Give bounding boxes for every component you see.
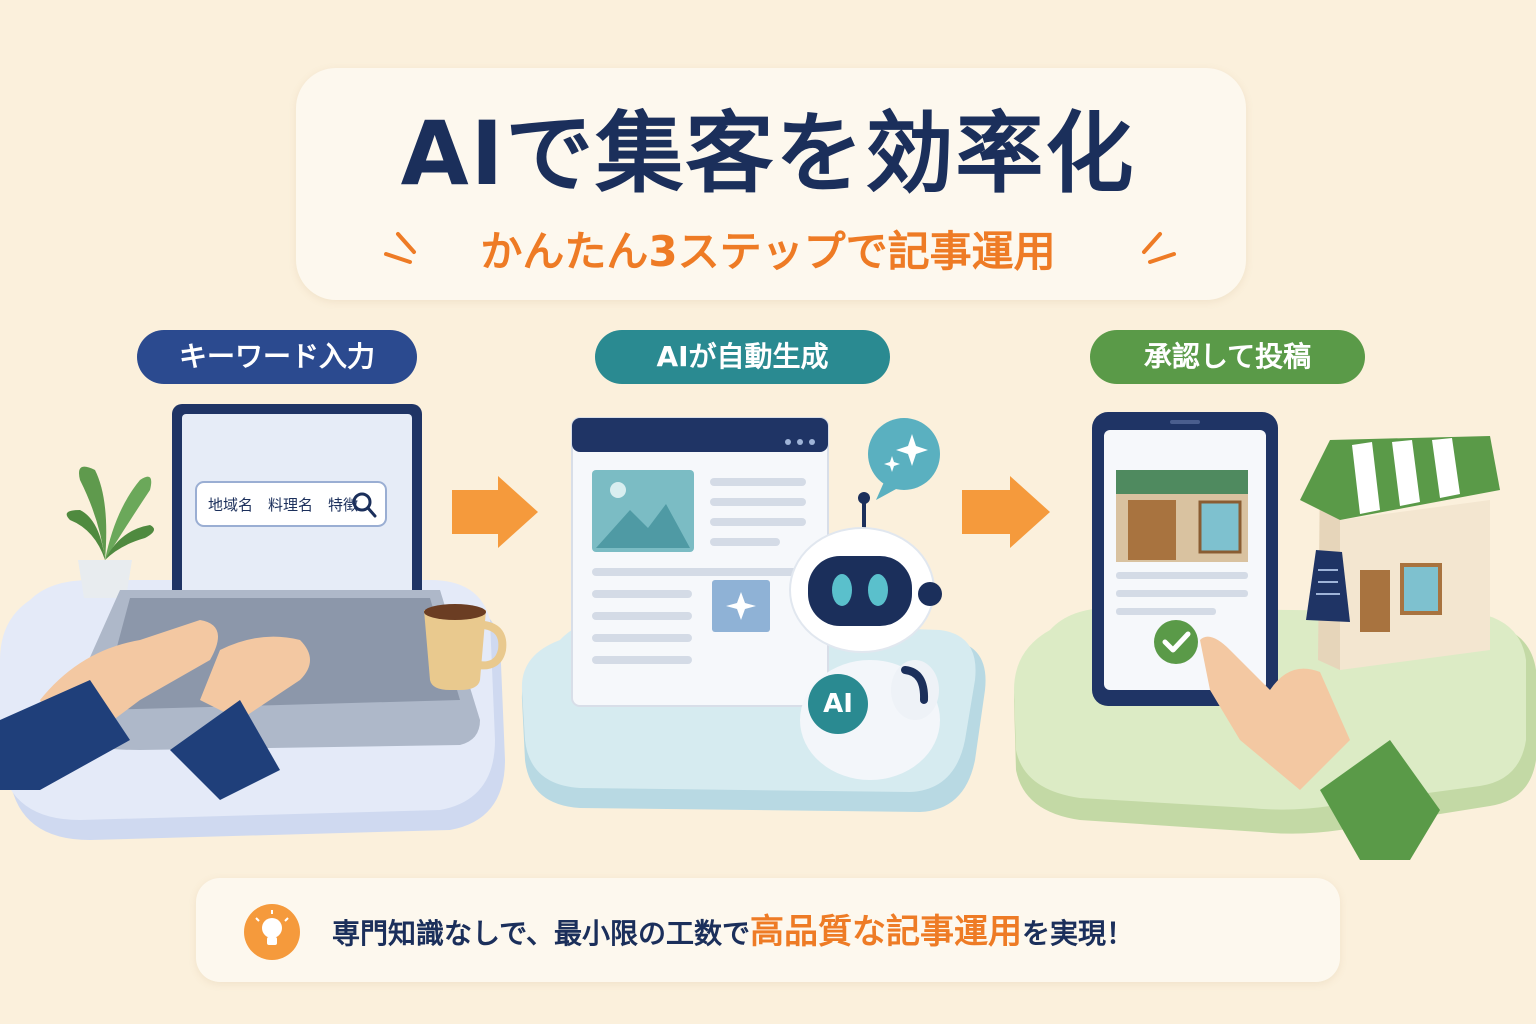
- search-box[interactable]: [195, 481, 387, 527]
- text-line: [1116, 572, 1248, 579]
- text-line: [710, 498, 806, 506]
- step-label-keyword-input: キーワード入力: [137, 330, 417, 384]
- step3-illustration: [1014, 412, 1536, 860]
- image-placeholder-icon: [592, 470, 694, 552]
- hands-icon: [0, 620, 310, 800]
- text-line: [592, 568, 806, 576]
- search-icon: [352, 492, 377, 518]
- shop-photo-icon: [1116, 470, 1248, 562]
- step2-illustration: [521, 417, 986, 812]
- sparkle-image-icon: [712, 580, 770, 632]
- tablet-speaker: [1170, 420, 1200, 424]
- robot-icon: [789, 492, 942, 780]
- window-dot: [785, 439, 791, 445]
- arrow-right-icon: [452, 476, 538, 548]
- page-title: AIで集客を効率化: [400, 102, 1136, 205]
- summary-card: [196, 878, 1340, 982]
- text-line: [710, 538, 780, 546]
- search-input-text: 地域名 料理名 特徴: [208, 496, 359, 514]
- pointing-hand-icon: [1200, 636, 1440, 860]
- text-line: [592, 612, 692, 620]
- store-icon: [1300, 436, 1500, 670]
- window-titlebar: [572, 418, 828, 452]
- text-line: [710, 518, 806, 526]
- emphasis-lines-left-icon: [384, 232, 416, 264]
- text-line: [1116, 590, 1248, 597]
- page-subtitle: かんたん3ステップで記事運用: [480, 227, 1056, 276]
- title-card: [296, 68, 1246, 300]
- summary-text-before: 専門知識なしで、最小限の工数で: [332, 917, 751, 950]
- text-line: [710, 478, 806, 486]
- window-dot: [797, 439, 803, 445]
- coffee-cup-icon: [424, 604, 507, 690]
- summary-text: 専門知識なしで、最小限の工数で高品質な記事運用を実現！: [332, 904, 1134, 960]
- window-dot: [809, 439, 815, 445]
- robot-ai-badge: AI: [823, 689, 853, 719]
- summary-text-highlight: 高品質な記事運用: [750, 912, 1023, 952]
- arrow-right-icon: [962, 476, 1050, 548]
- approve-check-button[interactable]: [1154, 620, 1198, 664]
- text-line: [592, 634, 692, 642]
- summary-text-after: を実現！: [1022, 917, 1135, 950]
- step-label-approve-post: 承認して投稿: [1090, 330, 1365, 384]
- text-line: [1116, 608, 1216, 615]
- step1-illustration: [0, 404, 507, 840]
- plant-icon: [66, 466, 154, 598]
- emphasis-lines-right-icon: [1142, 232, 1176, 264]
- step-label-ai-generate: AIが自動生成: [595, 330, 890, 384]
- lightbulb-icon: [244, 904, 300, 960]
- text-line: [592, 590, 692, 598]
- sparkle-bubble-icon: [868, 418, 940, 500]
- text-line: [592, 656, 692, 664]
